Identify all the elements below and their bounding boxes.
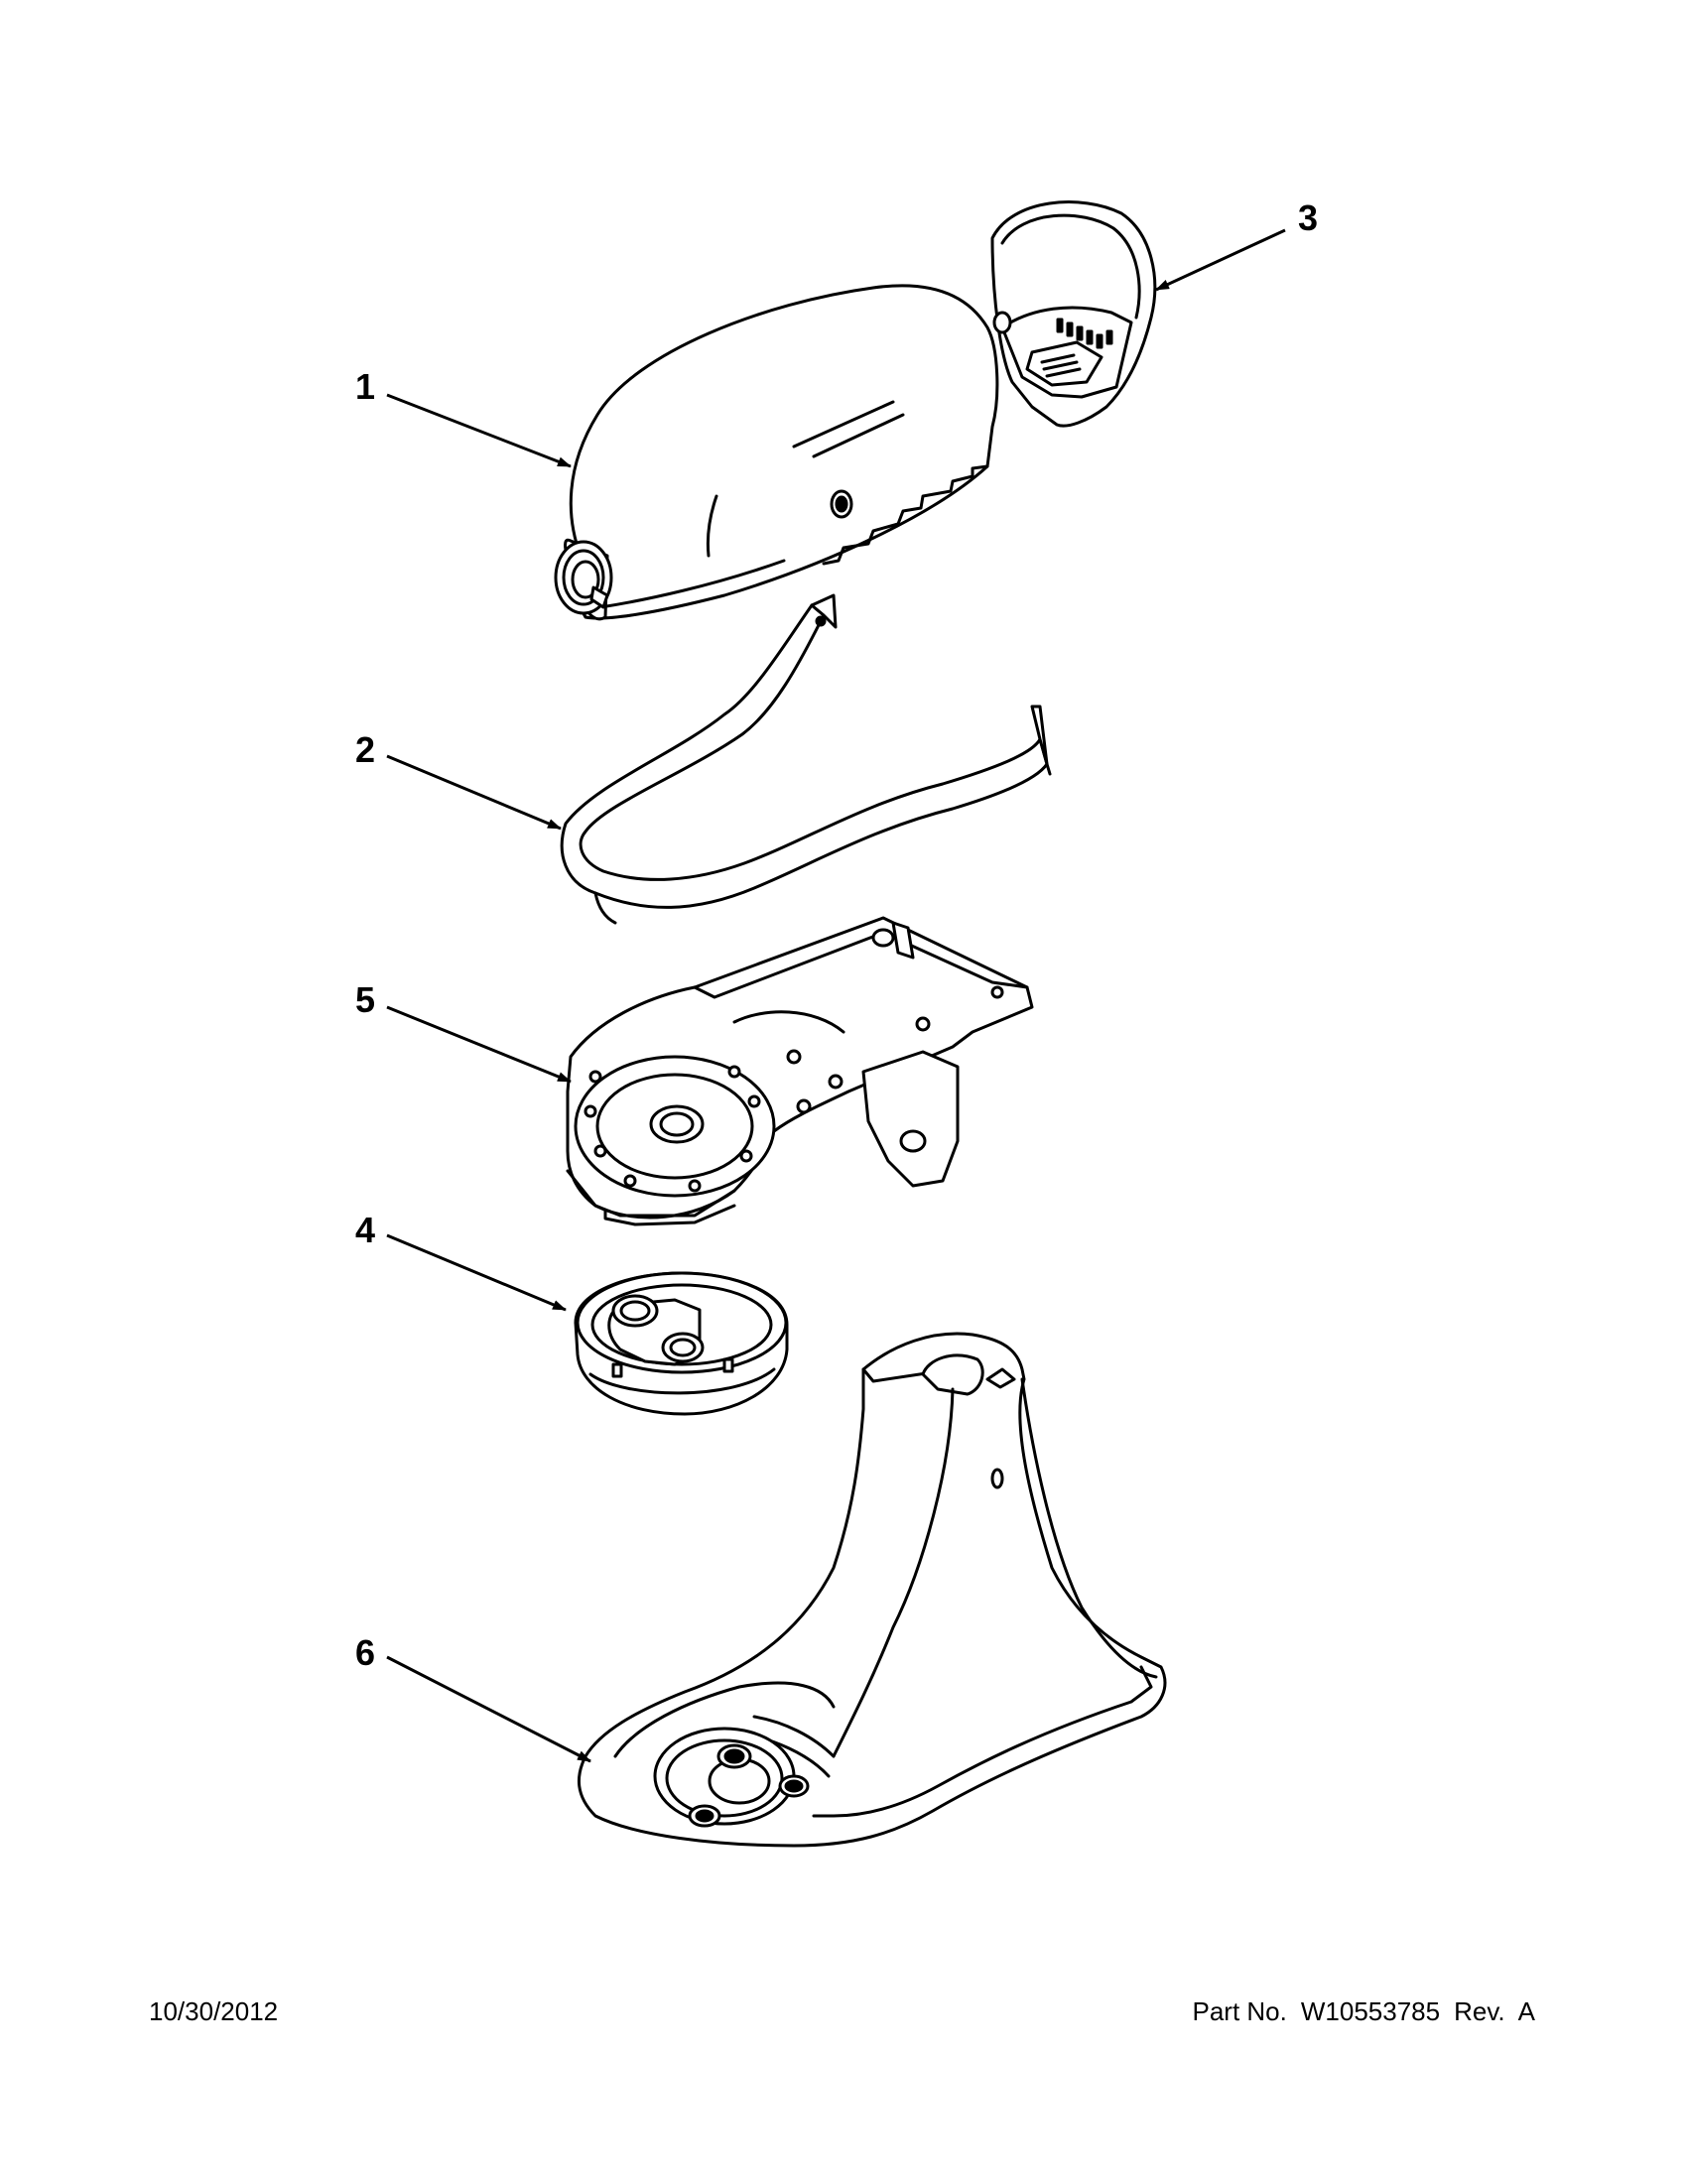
callout-4: 4 (355, 1210, 375, 1250)
part-3-rear-cover (990, 200, 1157, 428)
leader-lines (386, 228, 1286, 1763)
callout-5: 5 (355, 979, 375, 1020)
part-1-motor-housing (554, 284, 999, 621)
leader-line-1 (386, 393, 572, 468)
part-4-planetary-housing (574, 1271, 789, 1416)
callouts: 1 2 3 4 5 6 (355, 197, 1318, 1673)
part-6-pedestal-base (577, 1332, 1167, 1848)
part-5-gear-housing (566, 916, 1034, 1226)
part-number-label: Part No. (1192, 1996, 1287, 2026)
leader-line-4 (386, 1233, 567, 1312)
callout-6: 6 (355, 1632, 375, 1673)
footer-date: 10/30/2012 (149, 1996, 279, 2026)
callout-2: 2 (355, 729, 375, 770)
leader-line-3 (1155, 228, 1286, 292)
footer-part-info: Part No. W10553785 Rev. A (1193, 1996, 1536, 2027)
leader-line-2 (386, 754, 562, 831)
part-number: W10553785 (1300, 1996, 1441, 2026)
callout-3: 3 (1298, 197, 1318, 238)
part-2-trim-band (560, 593, 1052, 925)
callout-1: 1 (355, 366, 375, 407)
leader-line-5 (386, 1005, 572, 1084)
revision: Rev. A (1454, 1996, 1535, 2026)
leader-line-6 (386, 1655, 591, 1763)
